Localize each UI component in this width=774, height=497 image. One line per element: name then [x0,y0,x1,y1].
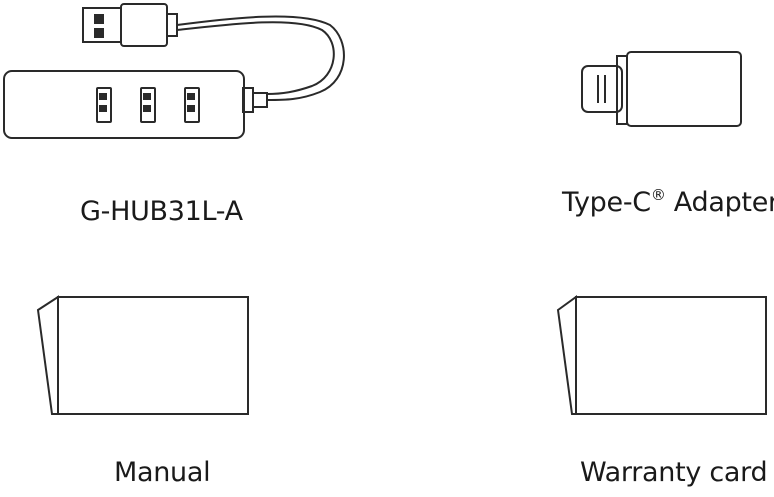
type-c-adapter-icon [581,51,742,127]
usb-hub-icon [3,3,345,139]
warranty-card-icon [556,295,767,415]
manual-booklet-icon [36,295,249,415]
warranty-label: Warranty card [580,457,768,488]
registered-mark: ® [650,186,666,204]
adapter-label-main: Type-C [562,187,651,218]
adapter-label: Type-C® Adapter [562,186,774,218]
hub-label: G-HUB31L-A [80,196,243,227]
adapter-label-rest: Adapter [665,187,774,218]
manual-label: Manual [114,457,211,488]
